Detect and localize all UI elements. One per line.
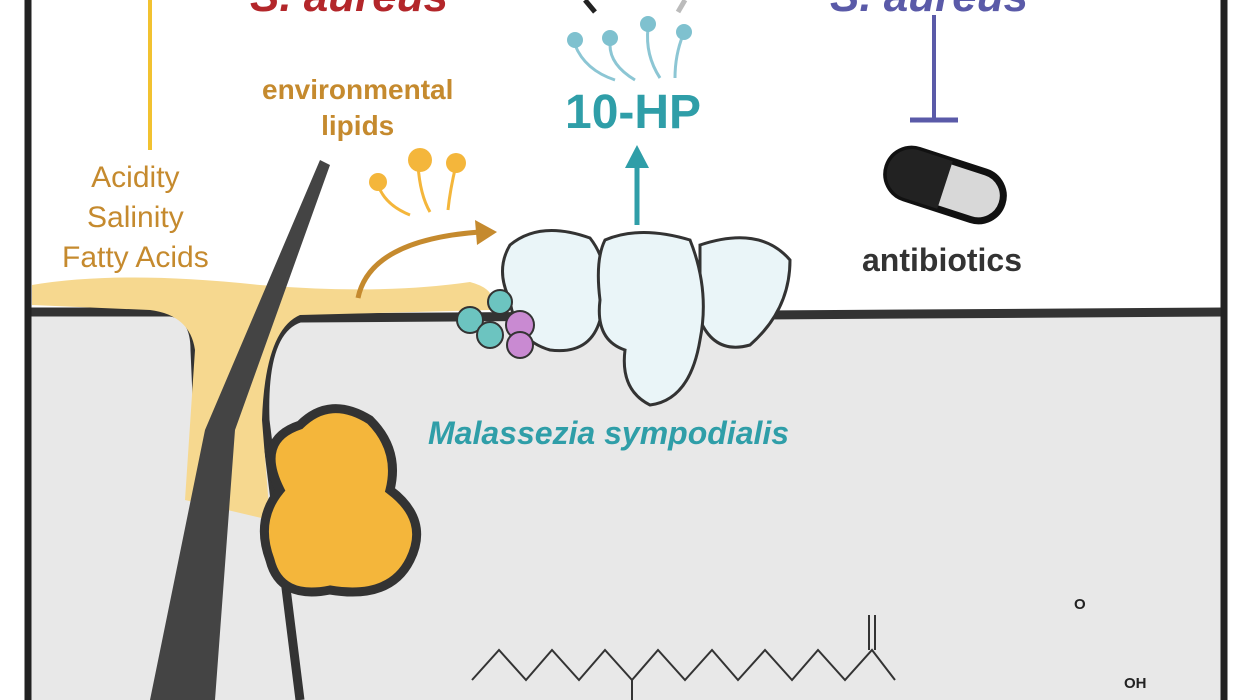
env-line2: lipids: [321, 110, 395, 141]
environmental-lipids-label: environmental lipids: [262, 72, 453, 144]
malassezia-cells: [501, 228, 792, 407]
antibiotics-label: antibiotics: [862, 242, 1023, 278]
10hp-chemical-structure: [471, 615, 896, 700]
10hp-lipid-icons: [573, 27, 685, 82]
factor-fatty-acids: Fatty Acids: [62, 241, 209, 274]
skin-factors-list: Acidity Salinity Fatty Acids: [62, 158, 209, 278]
antibiotic-pill-icon: [883, 145, 1007, 225]
panel-border: [24, 0, 1228, 700]
environmental-lipid-icons: [376, 164, 458, 217]
budding-cells: [456, 289, 535, 359]
factor-salinity: Salinity: [87, 201, 184, 234]
sebum: [32, 277, 493, 520]
sebaceous-gland: [259, 404, 422, 597]
uptake-arrow: [355, 229, 481, 299]
s-aureus-right-label: S. aureus: [830, 0, 1028, 22]
s-aureus-left-label: S. aureus: [250, 0, 448, 22]
chem-hydroxyl-label: OH: [1124, 675, 1147, 692]
factor-acidity: Acidity: [91, 161, 180, 194]
top-stroke-dark: [583, 0, 597, 14]
chem-oxygen-label: O: [1074, 596, 1086, 613]
organism-label: Malassezia sympodialis: [428, 415, 790, 451]
hair-shaft: [150, 160, 330, 700]
top-stroke-light: [675, 0, 688, 14]
10hp-label: 10-HP: [565, 86, 702, 139]
env-line1: environmental: [262, 74, 454, 105]
